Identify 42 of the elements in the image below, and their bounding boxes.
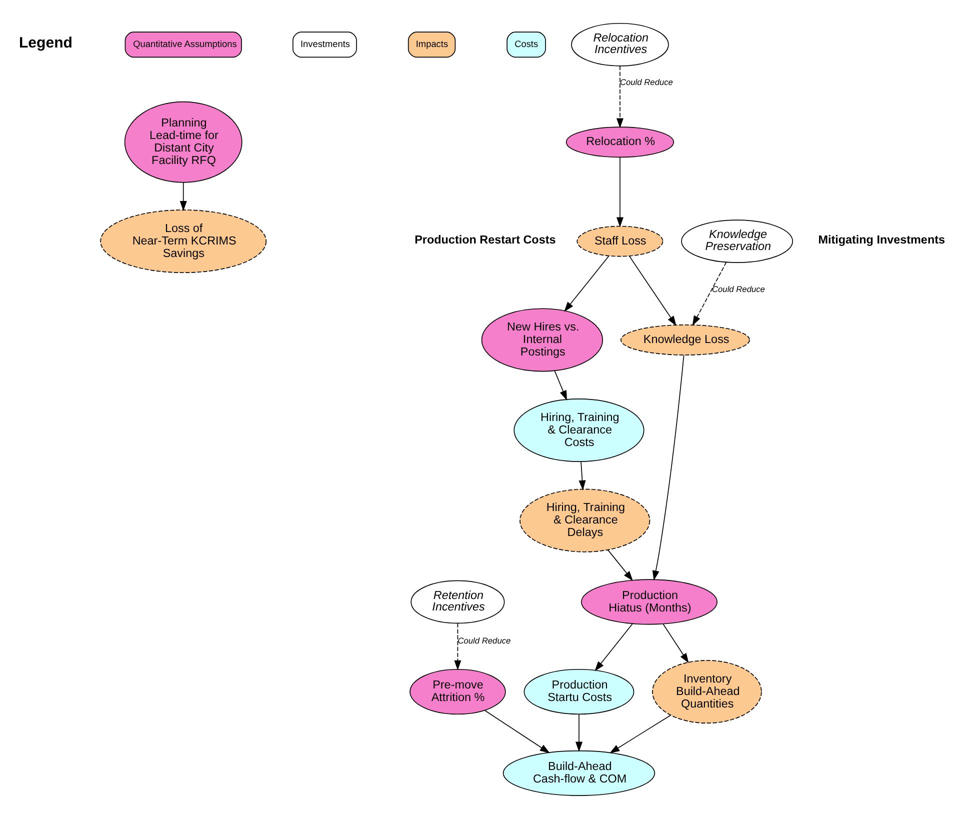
node-ellipse: Retention Incentives [410,580,505,624]
node-ellipse: Relocation Incentives [571,22,669,66]
node-ellipse: Build-Ahead Cash-flow & COM [502,750,656,796]
node-ellipse: Loss of Near-Term KCRIMS Savings [100,210,267,274]
arrow [454,623,462,670]
edge-label: Could Reduce [712,284,765,294]
node-ellipse: Pre-move Attrition % [410,668,506,715]
node-ellipse: Knowledge Loss [620,324,750,356]
node-ellipse: Production Startu Costs [524,668,634,715]
arrow [554,370,568,401]
arrow [616,66,624,128]
arrow [610,714,672,754]
arrow [692,262,727,326]
node-ellipse: Planning Lead-time for Distant City Facility RFQ [124,101,242,183]
arrow [616,156,624,228]
arrow [180,182,187,212]
arrow [652,354,684,581]
node-ellipse: Relocation % [566,126,674,158]
node-ellipse: New Hires vs. Internal Postings [481,308,604,372]
arrow [608,550,633,581]
arrow [628,256,676,326]
arrow [575,714,582,752]
label: Production Restart Costs [414,234,556,247]
arrow [578,461,586,490]
legend-label: Investments [300,38,350,49]
edge-label: Could Reduce [458,636,511,646]
legend-label: Costs [514,38,538,49]
arrow [564,256,610,312]
arrow [662,624,689,664]
node-ellipse: Production Hiatus (Months) [580,579,718,625]
node-ellipse: Knowledge Preservation [681,220,794,263]
edge-label: Could Reduce [620,77,673,88]
node-ellipse: Staff Loss [576,226,664,257]
node-ellipse: Inventory Build-Ahead Quantities [652,660,762,724]
arrow [484,710,550,754]
label: Legend [18,34,73,52]
label: Mitigating Investments [818,234,946,247]
arrow [594,624,633,672]
node-ellipse: Hiring, Training & Clearance Delays [520,488,650,552]
legend-label: Impacts [416,38,448,49]
node-ellipse: Hiring, Training & Clearance Costs [514,398,644,462]
legend-label: Quantitative Assumptions [133,38,237,49]
